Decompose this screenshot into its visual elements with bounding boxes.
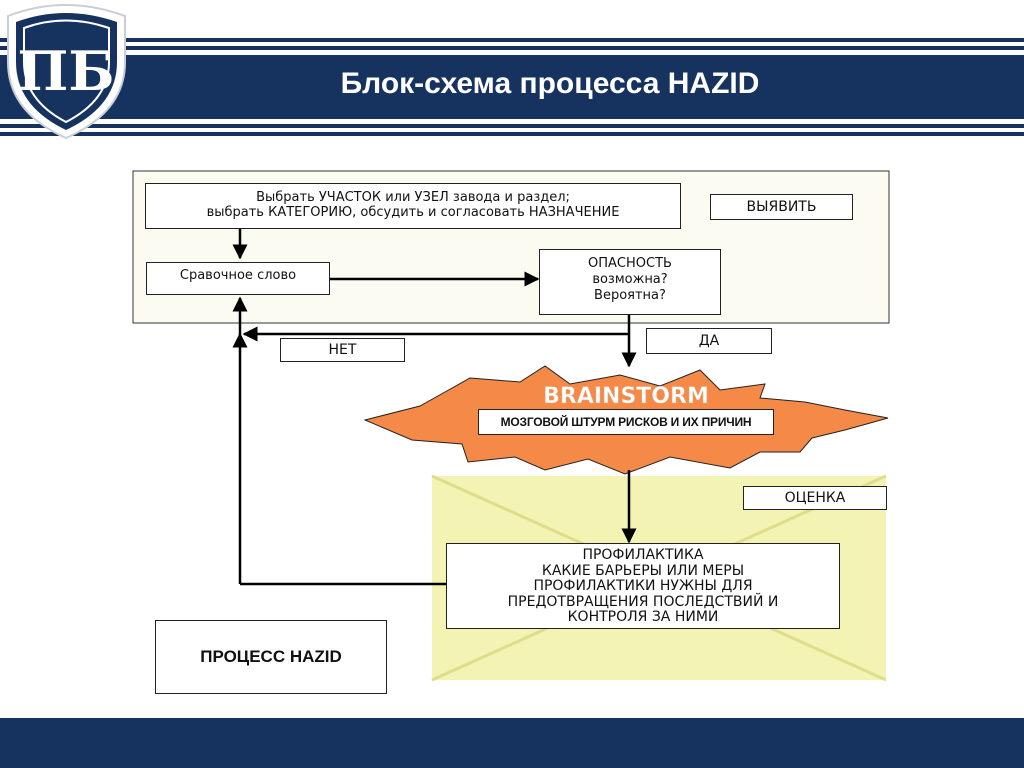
prevention-box: ПРОФИЛАКТИКА КАКИЕ БАРЬЕРЫ ИЛИ МЕРЫ ПРОФ… <box>446 543 840 629</box>
hazard-box: ОПАСНОСТЬ возможна? Вероятна? <box>539 249 721 315</box>
select-area-box: Выбрать УЧАСТОК или УЗЕЛ завода и раздел… <box>145 183 681 229</box>
brainstorm-box: МОЗГОВОЙ ШТУРМ РИСКОВ И ИХ ПРИЧИН <box>478 409 774 435</box>
yes-label: ДА <box>646 328 772 354</box>
shield-logo-icon: ПБ <box>7 4 126 140</box>
no-label: НЕТ <box>280 338 405 362</box>
assessment-label: ОЦЕНКА <box>743 486 887 510</box>
process-label: ПРОЦЕСС HAZID <box>155 620 387 694</box>
logo-text: ПБ <box>17 39 114 103</box>
guide-word-box: Сравочное слово <box>146 262 330 295</box>
header-band <box>0 38 1024 136</box>
footer-band <box>0 718 1024 768</box>
page-title: Блок-схема процесса HAZID <box>340 67 760 100</box>
brainstorm-title: BRAINSTORM <box>543 384 709 409</box>
identify-label: ВЫЯВИТЬ <box>710 194 853 220</box>
